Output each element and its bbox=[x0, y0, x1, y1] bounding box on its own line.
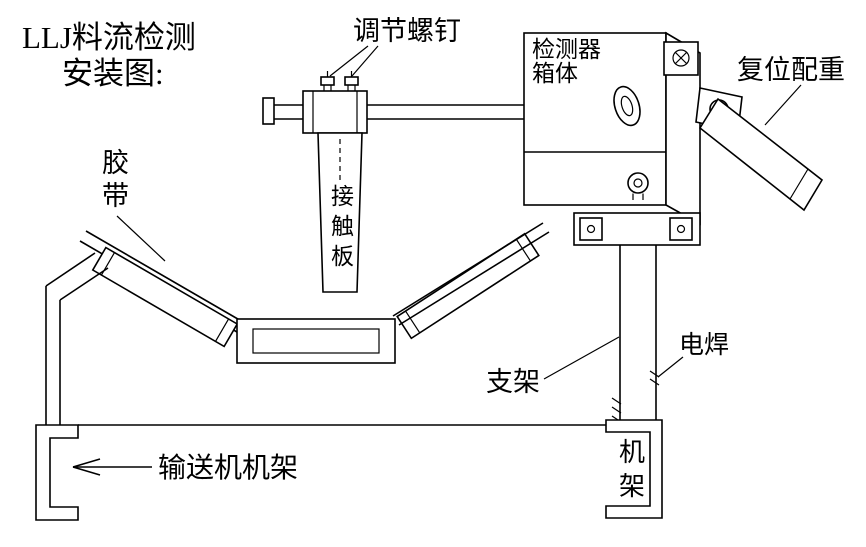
weld-leader bbox=[657, 356, 684, 378]
label-reset-weight: 复位配重 bbox=[737, 55, 845, 85]
diagram-title-line2: 安装图: bbox=[62, 56, 164, 91]
belt-line-left-inner bbox=[85, 230, 244, 323]
counterweight-arm bbox=[698, 97, 824, 212]
roller-middle bbox=[236, 318, 396, 364]
adjust-screw-1 bbox=[320, 71, 335, 91]
label-frame: 机架 bbox=[616, 438, 645, 506]
belt-trough bbox=[79, 222, 550, 364]
column-mount bbox=[573, 212, 701, 246]
bracket-leader bbox=[543, 336, 620, 380]
lower-fitting-icon bbox=[627, 172, 649, 200]
counterweight-lever bbox=[695, 87, 824, 212]
channel-section-left bbox=[35, 424, 79, 521]
detector-box-label-line1: 检测器 bbox=[532, 37, 601, 62]
pivot-bracket bbox=[663, 41, 699, 76]
contact-plate: 接触板 bbox=[317, 132, 363, 293]
mount-bolt-right bbox=[669, 217, 693, 241]
belt-line-right-outer bbox=[398, 231, 550, 326]
bracket-bolt-icon bbox=[672, 49, 690, 67]
adjust-screw-leader-2 bbox=[351, 45, 379, 77]
label-weld: 电焊 bbox=[679, 331, 729, 359]
mount-bolt-left bbox=[579, 217, 603, 241]
belt-leader bbox=[116, 215, 166, 262]
idler-stand bbox=[45, 252, 109, 425]
roller-left bbox=[91, 246, 239, 348]
adjust-screw-leader-1 bbox=[329, 45, 369, 77]
label-bracket: 支架 bbox=[486, 367, 540, 397]
detector-box-front bbox=[523, 32, 667, 206]
belt-line-right-inner bbox=[392, 222, 544, 317]
detector-box-label-line2: 箱体 bbox=[532, 61, 578, 86]
label-adjust-screw: 调节螺钉 bbox=[353, 16, 461, 46]
label-contact-plate: 接触板 bbox=[328, 184, 355, 274]
shaft-hole-icon bbox=[613, 85, 641, 127]
conveyor-frame-arrow bbox=[72, 458, 152, 476]
conveyor-frame-channel bbox=[35, 424, 606, 521]
weld-marks bbox=[611, 370, 660, 423]
diagram-title-line1: LLJ料流检测 bbox=[22, 20, 196, 55]
arm-tip-line bbox=[789, 168, 809, 200]
pivot-shaft bbox=[262, 71, 524, 134]
detector-box: 检测器 箱体 bbox=[523, 31, 701, 226]
label-belt: 胶带 bbox=[98, 148, 129, 214]
shaft-end-cap bbox=[262, 97, 275, 125]
roller-right bbox=[396, 232, 540, 340]
shaft-hub bbox=[302, 90, 368, 134]
frame-channel-right bbox=[605, 419, 663, 519]
label-conveyor-frame: 输送机机架 bbox=[158, 452, 298, 484]
reset-weight-leader bbox=[764, 84, 802, 126]
support-column bbox=[619, 245, 657, 420]
adjust-screw-2 bbox=[344, 71, 359, 91]
